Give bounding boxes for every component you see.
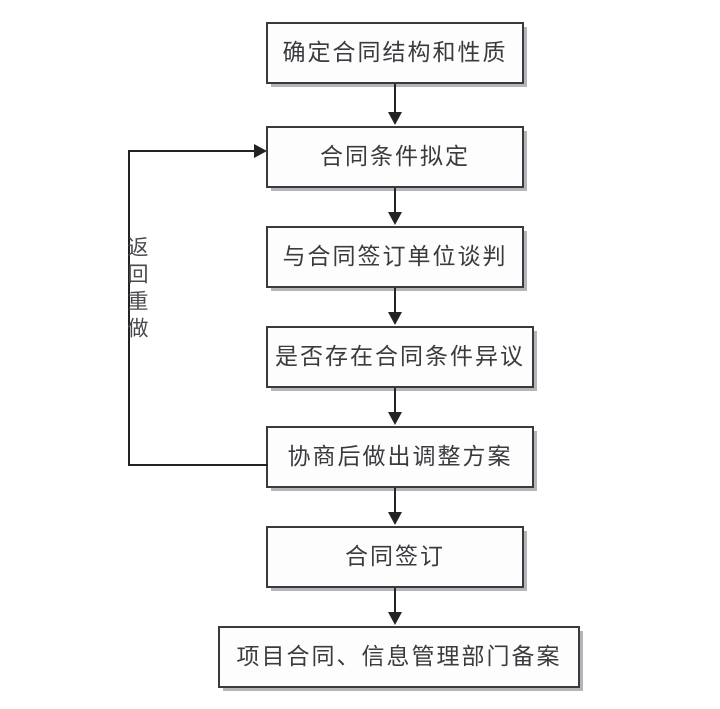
feedback-loop-arrowhead	[254, 144, 267, 158]
flow-node-1[interactable]: 确定合同结构和性质	[266, 22, 524, 84]
feedback-loop-top-segment	[128, 150, 254, 152]
feedback-loop-vertical-rail	[128, 150, 130, 466]
flow-node-6[interactable]: 合同签订	[266, 526, 524, 588]
connector-node4-node5	[394, 388, 396, 414]
flow-node-7-label: 项目合同、信息管理部门备案	[236, 643, 562, 670]
connector-node6-node7-arrowhead	[388, 612, 402, 625]
connector-node4-node5-arrowhead	[388, 412, 402, 425]
connector-node3-node4	[394, 288, 396, 314]
connector-node2-node3	[394, 188, 396, 214]
flow-node-7[interactable]: 项目合同、信息管理部门备案	[218, 626, 580, 688]
flow-node-4[interactable]: 是否存在合同条件异议	[266, 326, 534, 388]
flow-node-2-label: 合同条件拟定	[320, 143, 470, 170]
connector-node3-node4-arrowhead	[388, 312, 402, 325]
flow-node-5-label: 协商后做出调整方案	[287, 443, 513, 470]
feedback-loop-label: 返回重做	[125, 236, 149, 344]
flow-node-4-label: 是否存在合同条件异议	[275, 343, 525, 370]
connector-node1-node2-arrowhead	[388, 112, 402, 125]
flow-node-3-label: 与合同签订单位谈判	[282, 243, 508, 270]
connector-node6-node7	[394, 588, 396, 614]
connector-node5-node6	[394, 488, 396, 514]
connector-node1-node2	[394, 84, 396, 114]
flow-node-3[interactable]: 与合同签订单位谈判	[266, 226, 524, 288]
flow-node-1-label: 确定合同结构和性质	[282, 39, 508, 66]
connector-node5-node6-arrowhead	[388, 512, 402, 525]
connector-node2-node3-arrowhead	[388, 212, 402, 225]
feedback-loop-bottom-segment	[128, 464, 268, 466]
flow-node-6-label: 合同签订	[345, 543, 445, 570]
flow-node-5[interactable]: 协商后做出调整方案	[266, 426, 534, 488]
flow-node-2[interactable]: 合同条件拟定	[266, 126, 524, 188]
